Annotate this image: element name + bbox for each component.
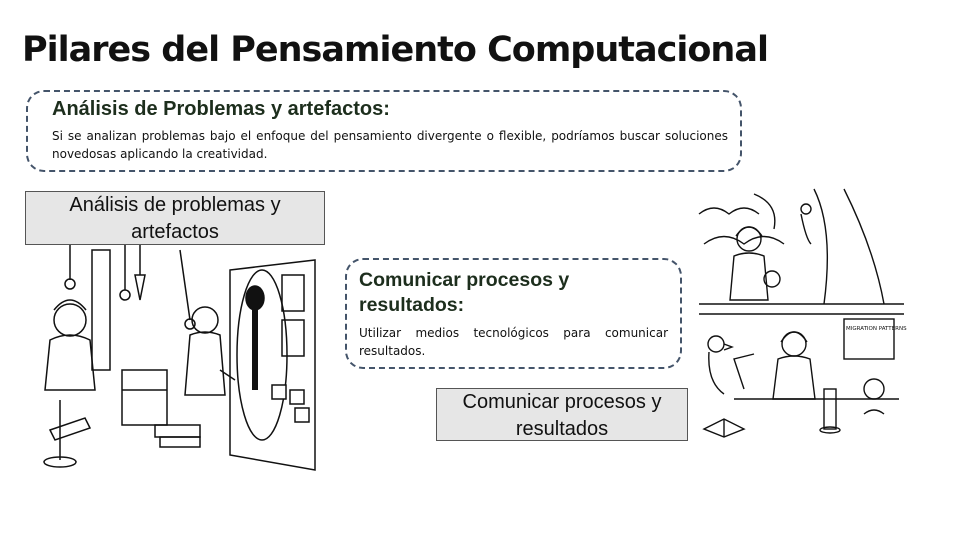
analysis-body: Si se analizan problemas bajo el enfoque…	[52, 129, 728, 161]
communicate-heading: Comunicar procesos y resultados:	[359, 269, 570, 316]
communicate-illustration: MIGRATION PATTERNS	[698, 188, 907, 438]
analysis-illustration	[43, 240, 316, 471]
analysis-heading: Análisis de Problemas y artefactos:	[52, 98, 390, 120]
slide-title: Pilares del Pensamiento Computacional	[22, 30, 769, 70]
communicate-label: Comunicar procesos y resultados	[436, 388, 688, 441]
analysis-label: Análisis de problemas y artefactos	[25, 191, 325, 245]
communicate-definition-box: Comunicar procesos y resultados: Utiliza…	[345, 258, 682, 369]
communicate-body: Utilizar medios tecnológicos para comuni…	[359, 326, 668, 358]
analysis-definition-box: Análisis de Problemas y artefactos: Si s…	[26, 90, 742, 172]
migration-sign: MIGRATION PATTERNS	[846, 326, 907, 332]
